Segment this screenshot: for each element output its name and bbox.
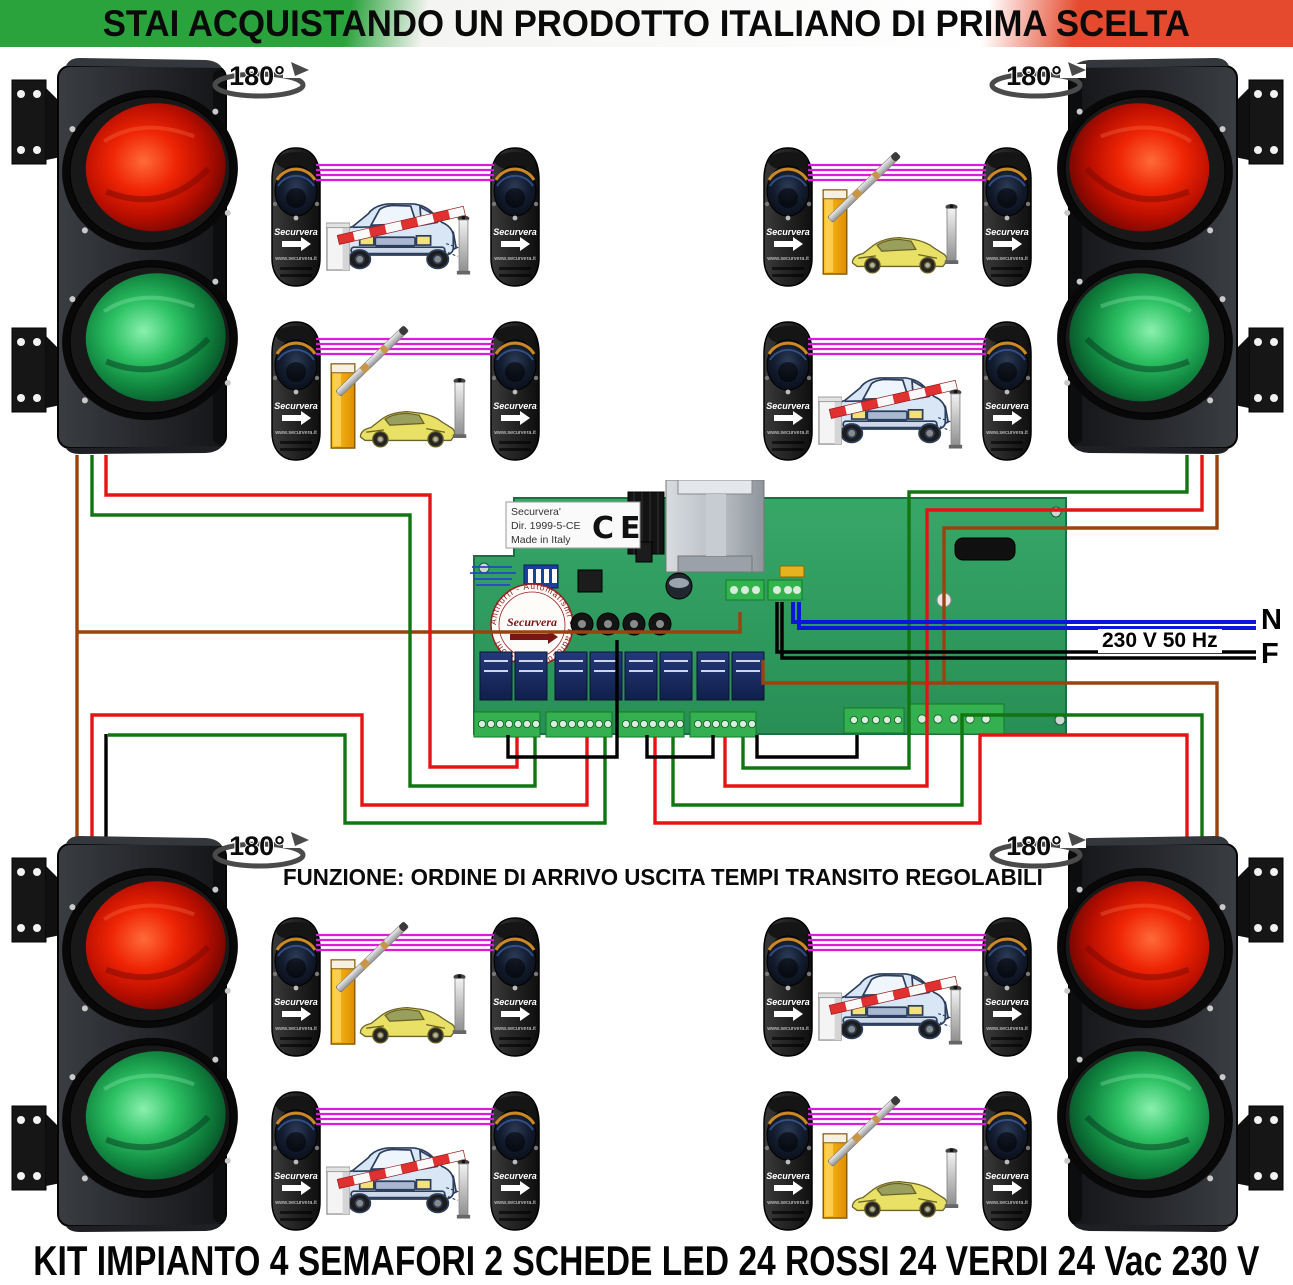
ir-beams	[808, 163, 986, 182]
gate-group-top-left-2	[270, 320, 541, 462]
transformer	[665, 480, 765, 573]
car-illustration	[851, 1180, 948, 1218]
ir-beams	[808, 1107, 986, 1126]
ir-beams	[316, 337, 494, 356]
gate-group-top-right-1	[762, 146, 1033, 288]
photocell-icon	[762, 1090, 814, 1232]
stamp-brand: Securvera	[507, 615, 557, 629]
photocell-icon	[270, 1090, 322, 1232]
gate-group-top-right-2	[762, 320, 1033, 462]
receiver-column	[944, 1147, 959, 1209]
barrier-post	[326, 1166, 350, 1215]
photocell-icon	[489, 916, 541, 1058]
receiver-column	[452, 377, 467, 439]
control-board: Securvera' Dir. 1999-5-CE Made in Italy …	[470, 480, 1067, 738]
receiver-column	[452, 973, 467, 1035]
photocell-icon	[270, 146, 322, 288]
wire-red-bottom-right	[653, 733, 1189, 838]
gate-group-bottom-left-2	[270, 1090, 541, 1232]
car-illustration	[359, 410, 456, 448]
ce-mark: CE	[592, 511, 647, 546]
gate-group-bottom-right-2	[762, 1090, 1033, 1232]
receiver-column	[456, 215, 471, 275]
photocell-icon	[489, 146, 541, 288]
top-banner: STAI ACQUISTANDO UN PRODOTTO ITALIANO DI…	[0, 0, 1293, 47]
receiver-column	[456, 1159, 471, 1219]
barrier-boom	[335, 921, 410, 993]
ir-beams	[316, 163, 494, 182]
ir-beams	[316, 1107, 494, 1126]
board-label-line1: Securvera'	[511, 506, 561, 518]
wire-green-bottom-left	[108, 733, 607, 825]
wire-red-top-left	[104, 455, 519, 769]
traffic-light-top-left	[8, 56, 248, 456]
bottom-title: KIT IMPIANTO 4 SEMAFORI 2 SCHEDE LED 24 …	[0, 1236, 1293, 1285]
barrier-boom	[827, 151, 902, 223]
relays	[479, 651, 765, 701]
rotation-icon-top-left	[205, 54, 317, 100]
car-illustration	[851, 236, 948, 274]
barrier-post	[818, 396, 842, 445]
neutral-label: N	[1261, 604, 1282, 636]
barrier-post	[326, 222, 350, 271]
ic-chip	[577, 569, 603, 593]
ir-beams	[316, 933, 494, 952]
phase-label: F	[1261, 638, 1279, 670]
photocell-icon	[981, 320, 1033, 462]
photocell-icon	[762, 916, 814, 1058]
bottom-title-text: KIT IMPIANTO 4 SEMAFORI 2 SCHEDE LED 24 …	[33, 1236, 1260, 1284]
car-illustration	[359, 1006, 456, 1044]
ir-beams	[808, 337, 986, 356]
barrier-boom	[827, 1095, 902, 1167]
photocell-icon	[270, 320, 322, 462]
photocell-icon	[270, 916, 322, 1058]
barrier-post	[818, 992, 842, 1041]
voltage-label: 230 V 50 Hz	[1098, 629, 1222, 653]
fuse-holder	[954, 537, 1016, 561]
gate-group-bottom-right-1	[762, 916, 1033, 1058]
photocell-icon	[981, 916, 1033, 1058]
photocell-icon	[489, 320, 541, 462]
photocell-icon	[981, 146, 1033, 288]
function-caption: FUNZIONE: ORDINE DI ARRIVO USCITA TEMPI …	[283, 864, 1043, 890]
photocell-icon	[981, 1090, 1033, 1232]
photocell-icon	[489, 1090, 541, 1232]
gate-group-top-left-1	[270, 146, 541, 288]
film-capacitor	[779, 565, 805, 578]
rotation-icon-top-right	[982, 54, 1094, 100]
barrier-boom	[335, 325, 410, 397]
banner-text: STAI ACQUISTANDO UN PRODOTTO ITALIANO DI…	[102, 2, 1191, 44]
board-label: Securvera' Dir. 1999-5-CE Made in Italy …	[505, 501, 647, 549]
photocell-icon	[762, 320, 814, 462]
receiver-column	[948, 389, 963, 449]
photocell-icon	[762, 146, 814, 288]
board-label-line3: Made in Italy	[511, 534, 571, 546]
ir-beams	[808, 933, 986, 952]
traffic-light-bottom-left	[8, 834, 248, 1234]
gate-group-bottom-left-1	[270, 916, 541, 1058]
receiver-column	[944, 203, 959, 265]
traffic-light-bottom-right	[1047, 834, 1287, 1234]
board-label-line2: Dir. 1999-5-CE	[511, 520, 580, 532]
receiver-column	[948, 985, 963, 1045]
power-terminal	[725, 579, 803, 601]
traffic-light-top-right	[1047, 56, 1287, 456]
